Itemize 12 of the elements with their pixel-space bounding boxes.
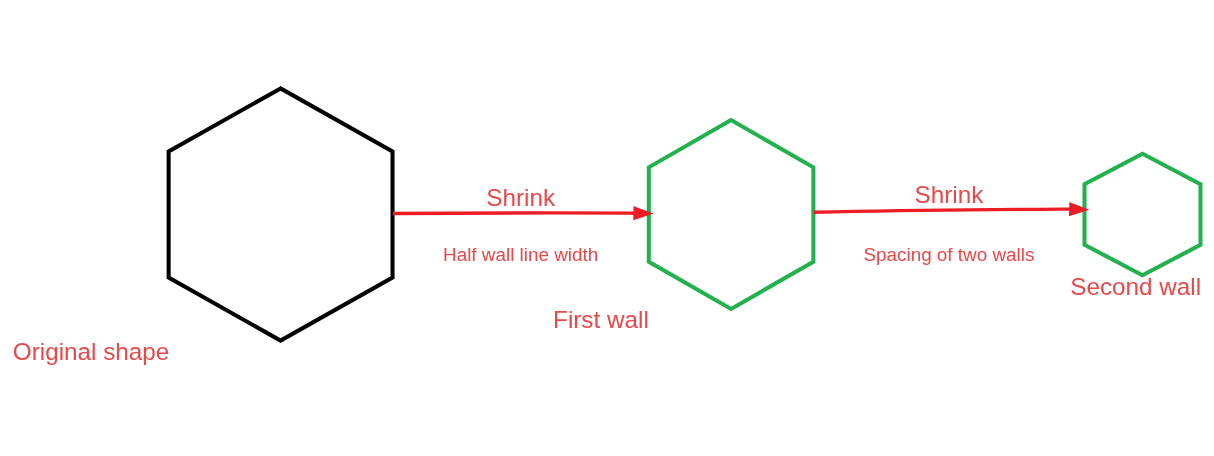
edge-label: Shrink: [914, 180, 984, 208]
node-hexagon: [646, 117, 816, 312]
node-hexagon: [1082, 151, 1203, 278]
node-label: First wall: [553, 306, 649, 334]
node-hexagon: [166, 86, 395, 343]
label: Half wall line width: [443, 244, 599, 266]
arrow: [392, 206, 654, 221]
label: Spacing of two walls: [863, 244, 1035, 266]
node-label: Original shape: [12, 338, 170, 366]
edge-label: Shrink: [486, 183, 556, 211]
node-label: Second wall: [1070, 272, 1202, 300]
arrow: [813, 202, 1090, 217]
